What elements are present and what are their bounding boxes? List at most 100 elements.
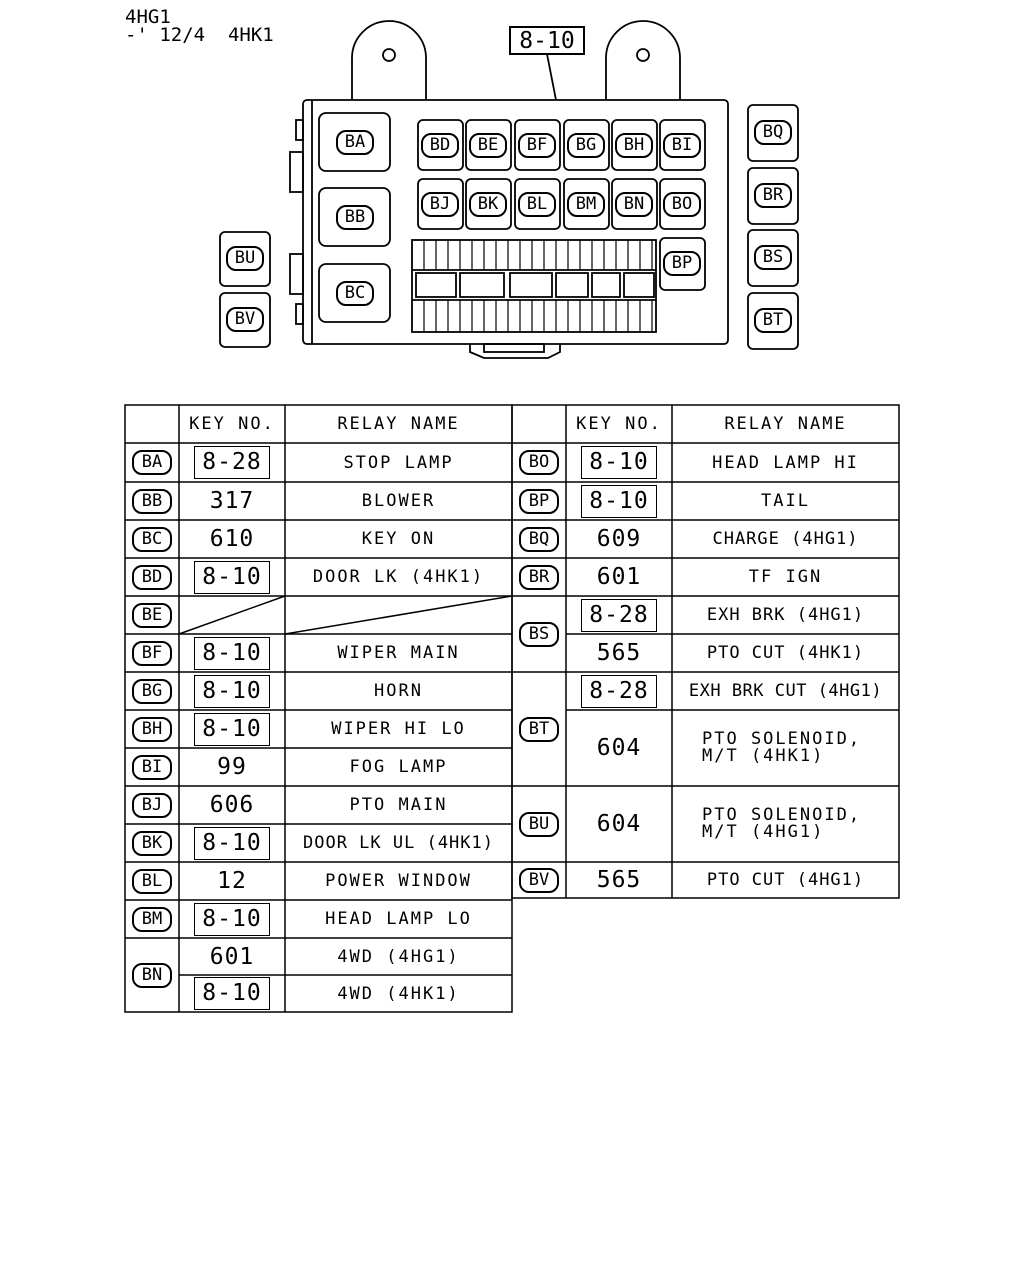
key-no-bs-2: 565 [596,640,642,666]
key-no-bq: 609 [596,526,642,552]
table-row: BN [125,938,179,1012]
key-no-bk: 8-10 [194,826,270,860]
relay-name-bc: KEY ON [361,529,436,549]
diagram-label-bi: BI [663,133,701,158]
relay-name-bh: WIPER HI LO [331,719,466,739]
key-no-bv: 565 [596,867,642,893]
relay-name-bf: WIPER MAIN [337,643,460,663]
table-row: BC [125,520,179,558]
table-row: BG [125,672,179,710]
relay-code-bt: BT [519,716,559,742]
key-no-bt-2: 604 [596,735,642,761]
relay-box-diagram [219,20,799,359]
diagram-label-bl: BL [518,192,556,217]
key-cell: 8-10 [179,634,285,672]
key-no-bu: 604 [596,811,642,837]
table-row: BS [512,596,566,672]
relay-name-bn-2: 4WD (4HK1) [337,983,460,1004]
right-mount-hole [636,48,650,62]
table-row: BE [125,596,179,634]
relay-name-bt-2: PTO SOLENOID, M/T (4HK1) [672,710,899,786]
relay-name-bl: POWER WINDOW [325,871,472,891]
relay-code-bu: BU [519,811,559,837]
relay-name-bj: PTO MAIN [349,795,448,815]
relay-code-bv: BV [519,867,559,893]
relay-code-bl: BL [132,868,172,894]
diagram-label-bg: BG [567,133,605,158]
key-no-bm: 8-10 [194,902,270,936]
table-row: BM [125,900,179,938]
relay-code-bd: BD [132,564,172,590]
relay-code-bs: BS [519,621,559,647]
relay-name-bt-1: EXH BRK CUT (4HG1) [688,681,883,701]
key-no-bn-2: 8-10 [194,977,270,1010]
relay-name-bo: HEAD LAMP HI [712,452,859,473]
key-cell: 8-28 [566,672,672,710]
key-cell: 8-28 [566,596,672,634]
key-no-bj: 606 [209,792,255,818]
key-no-bf: 8-10 [194,636,270,670]
relay-code-bh: BH [132,716,172,742]
diagram-label-bj: BJ [421,192,459,217]
key-no-ba: 8-28 [194,446,270,479]
diagram-label-ba: BA [336,130,374,155]
diagram-label-bh: BH [615,133,653,158]
table-row: BQ [512,520,566,558]
left-header-key-no: KEY NO. [189,414,275,434]
relay-code-bn: BN [132,962,172,988]
relay-name-bn-1: 4WD (4HG1) [337,946,460,967]
key-cell: 8-28 [179,443,285,482]
table-row: BF [125,634,179,672]
table-row: BK [125,824,179,862]
relay-code-bp: BP [519,488,559,514]
key-no-bp: 8-10 [581,484,657,518]
relay-code-bm: BM [132,906,172,932]
left-header-relay-name: RELAY NAME [337,414,460,434]
relay-name-ba: STOP LAMP [343,452,454,473]
right-mount-bracket [605,20,681,100]
diagram-label-bc: BC [336,281,374,306]
relay-name-bk: DOOR LK UL (4HK1) [303,833,494,853]
diagram-label-bm: BM [567,192,605,217]
table-row: BA [125,443,179,482]
diagram-label-bd: BD [421,133,459,158]
key-no-bc: 610 [209,526,255,552]
relay-name-bp: TAIL [761,491,810,511]
key-cell: 8-10 [179,975,285,1012]
relay-code-bi: BI [132,754,172,780]
diagram-label-bs: BS [754,245,792,270]
key-no-br: 601 [596,564,642,590]
diagram-label-bk: BK [469,192,507,217]
relay-name-bs-2: PTO CUT (4HK1) [706,643,865,663]
table-row: BI [125,748,179,786]
relay-name-bb: BLOWER [361,491,436,511]
key-cell: 8-10 [179,558,285,596]
relay-name-bg: HORN [374,681,423,701]
relay-code-bo: BO [519,450,559,475]
relay-code-bg: BG [132,678,172,704]
key-no-bi: 99 [217,754,247,780]
key-cell: 8-10 [179,672,285,710]
fuse-block [411,239,657,333]
key-no-bd: 8-10 [194,560,270,594]
relay-code-ba: BA [132,450,172,475]
callout-key-box: 8-10 [509,26,585,55]
table-row: BH [125,710,179,748]
model-label: 4HG1 [125,6,171,28]
table-row: BT [512,672,566,786]
relay-name-bd: DOOR LK (4HK1) [312,567,485,587]
table-row: BJ [125,786,179,824]
diagram-label-bo: BO [663,192,701,217]
callout-leader [546,53,557,101]
right-header-relay-name: RELAY NAME [724,414,847,434]
diagram-label-bv: BV [226,307,264,332]
key-cell: 8-10 [179,710,285,748]
relay-name-br: TF IGN [748,567,823,587]
key-cell: 8-10 [566,482,672,520]
relay-code-bf: BF [132,640,172,666]
table-row: BR [512,558,566,596]
relay-code-be: BE [132,602,172,628]
diagram-label-bf: BF [518,133,556,158]
key-no-bt-1: 8-28 [581,674,657,708]
